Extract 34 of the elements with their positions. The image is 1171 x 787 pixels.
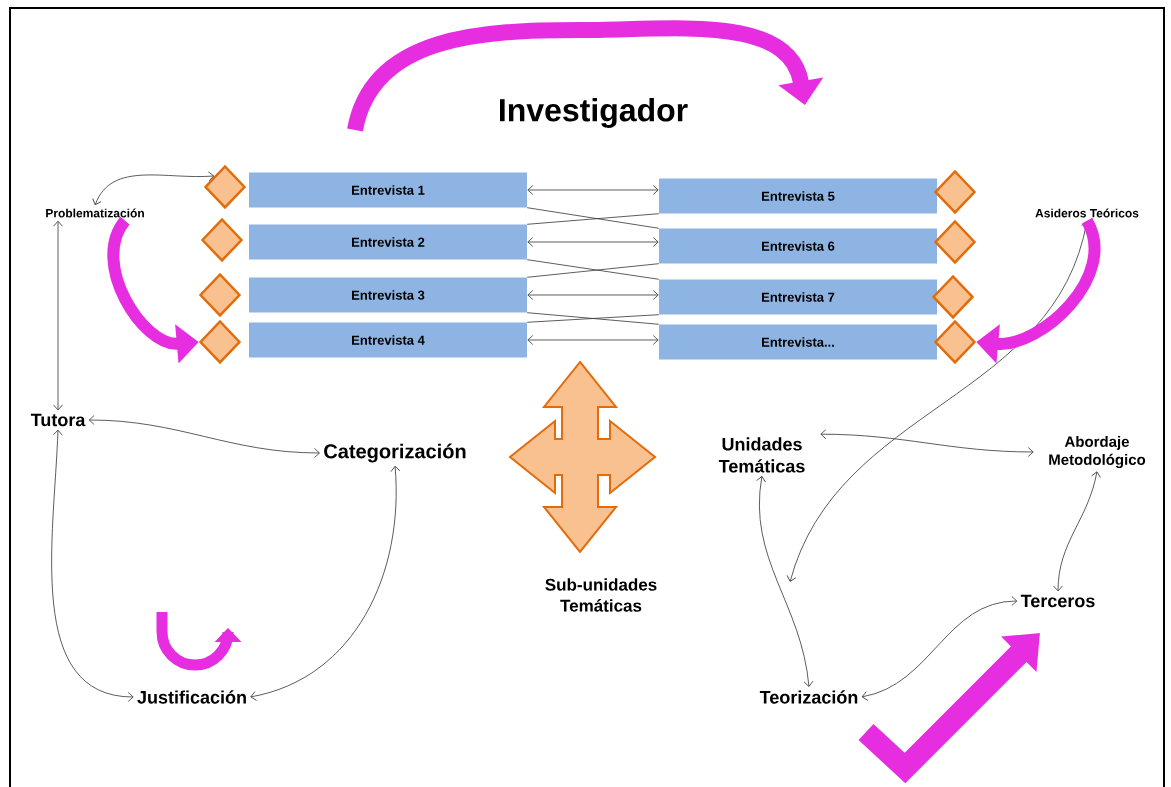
interview-bar: Entrevista 2 bbox=[249, 224, 527, 260]
double-headed-arrow bbox=[88, 415, 320, 458]
double-headed-arrow bbox=[527, 290, 659, 300]
double-headed-arrow bbox=[53, 220, 63, 411]
interview-bar: Entrevista 1 bbox=[249, 172, 527, 208]
interview-bar: Entrevista... bbox=[659, 324, 937, 360]
double-headed-arrow bbox=[51, 429, 134, 702]
double-headed-arrow bbox=[250, 465, 401, 701]
double-headed-arrow bbox=[820, 429, 1034, 457]
interview-bar: Entrevista 6 bbox=[659, 228, 937, 264]
concept-label: Unidades Temáticas bbox=[718, 437, 805, 473]
concept-label: Teorización bbox=[759, 690, 858, 704]
interview-bar: Entrevista 4 bbox=[249, 322, 527, 358]
interview-bar: Entrevista 5 bbox=[659, 178, 937, 214]
concept-label: Categorización bbox=[324, 443, 466, 463]
double-headed-arrow bbox=[527, 185, 659, 195]
concept-label: Problematización bbox=[46, 208, 144, 218]
connector-line bbox=[526, 207, 660, 229]
concept-label: Terceros bbox=[1020, 594, 1095, 608]
double-headed-arrow bbox=[527, 335, 659, 345]
concept-label: Abordaje Metodológico bbox=[1049, 435, 1146, 468]
double-headed-arrow bbox=[1053, 471, 1101, 592]
title: Investigador bbox=[500, 98, 688, 128]
concept-label: Sub-unidades Temáticas bbox=[545, 578, 657, 612]
concept-label: Asideros Teóricos bbox=[1035, 208, 1139, 218]
double-headed-arrow bbox=[527, 237, 659, 247]
interview-bar: Entrevista 3 bbox=[249, 277, 527, 313]
double-headed-arrow bbox=[92, 171, 215, 206]
concept-label: Tutora bbox=[30, 413, 86, 427]
double-headed-arrow bbox=[861, 596, 1018, 701]
connector-line bbox=[526, 213, 660, 225]
double-headed-arrow bbox=[756, 476, 814, 687]
interview-bar: Entrevista 7 bbox=[659, 279, 937, 315]
concept-label: Justificación bbox=[137, 690, 246, 704]
